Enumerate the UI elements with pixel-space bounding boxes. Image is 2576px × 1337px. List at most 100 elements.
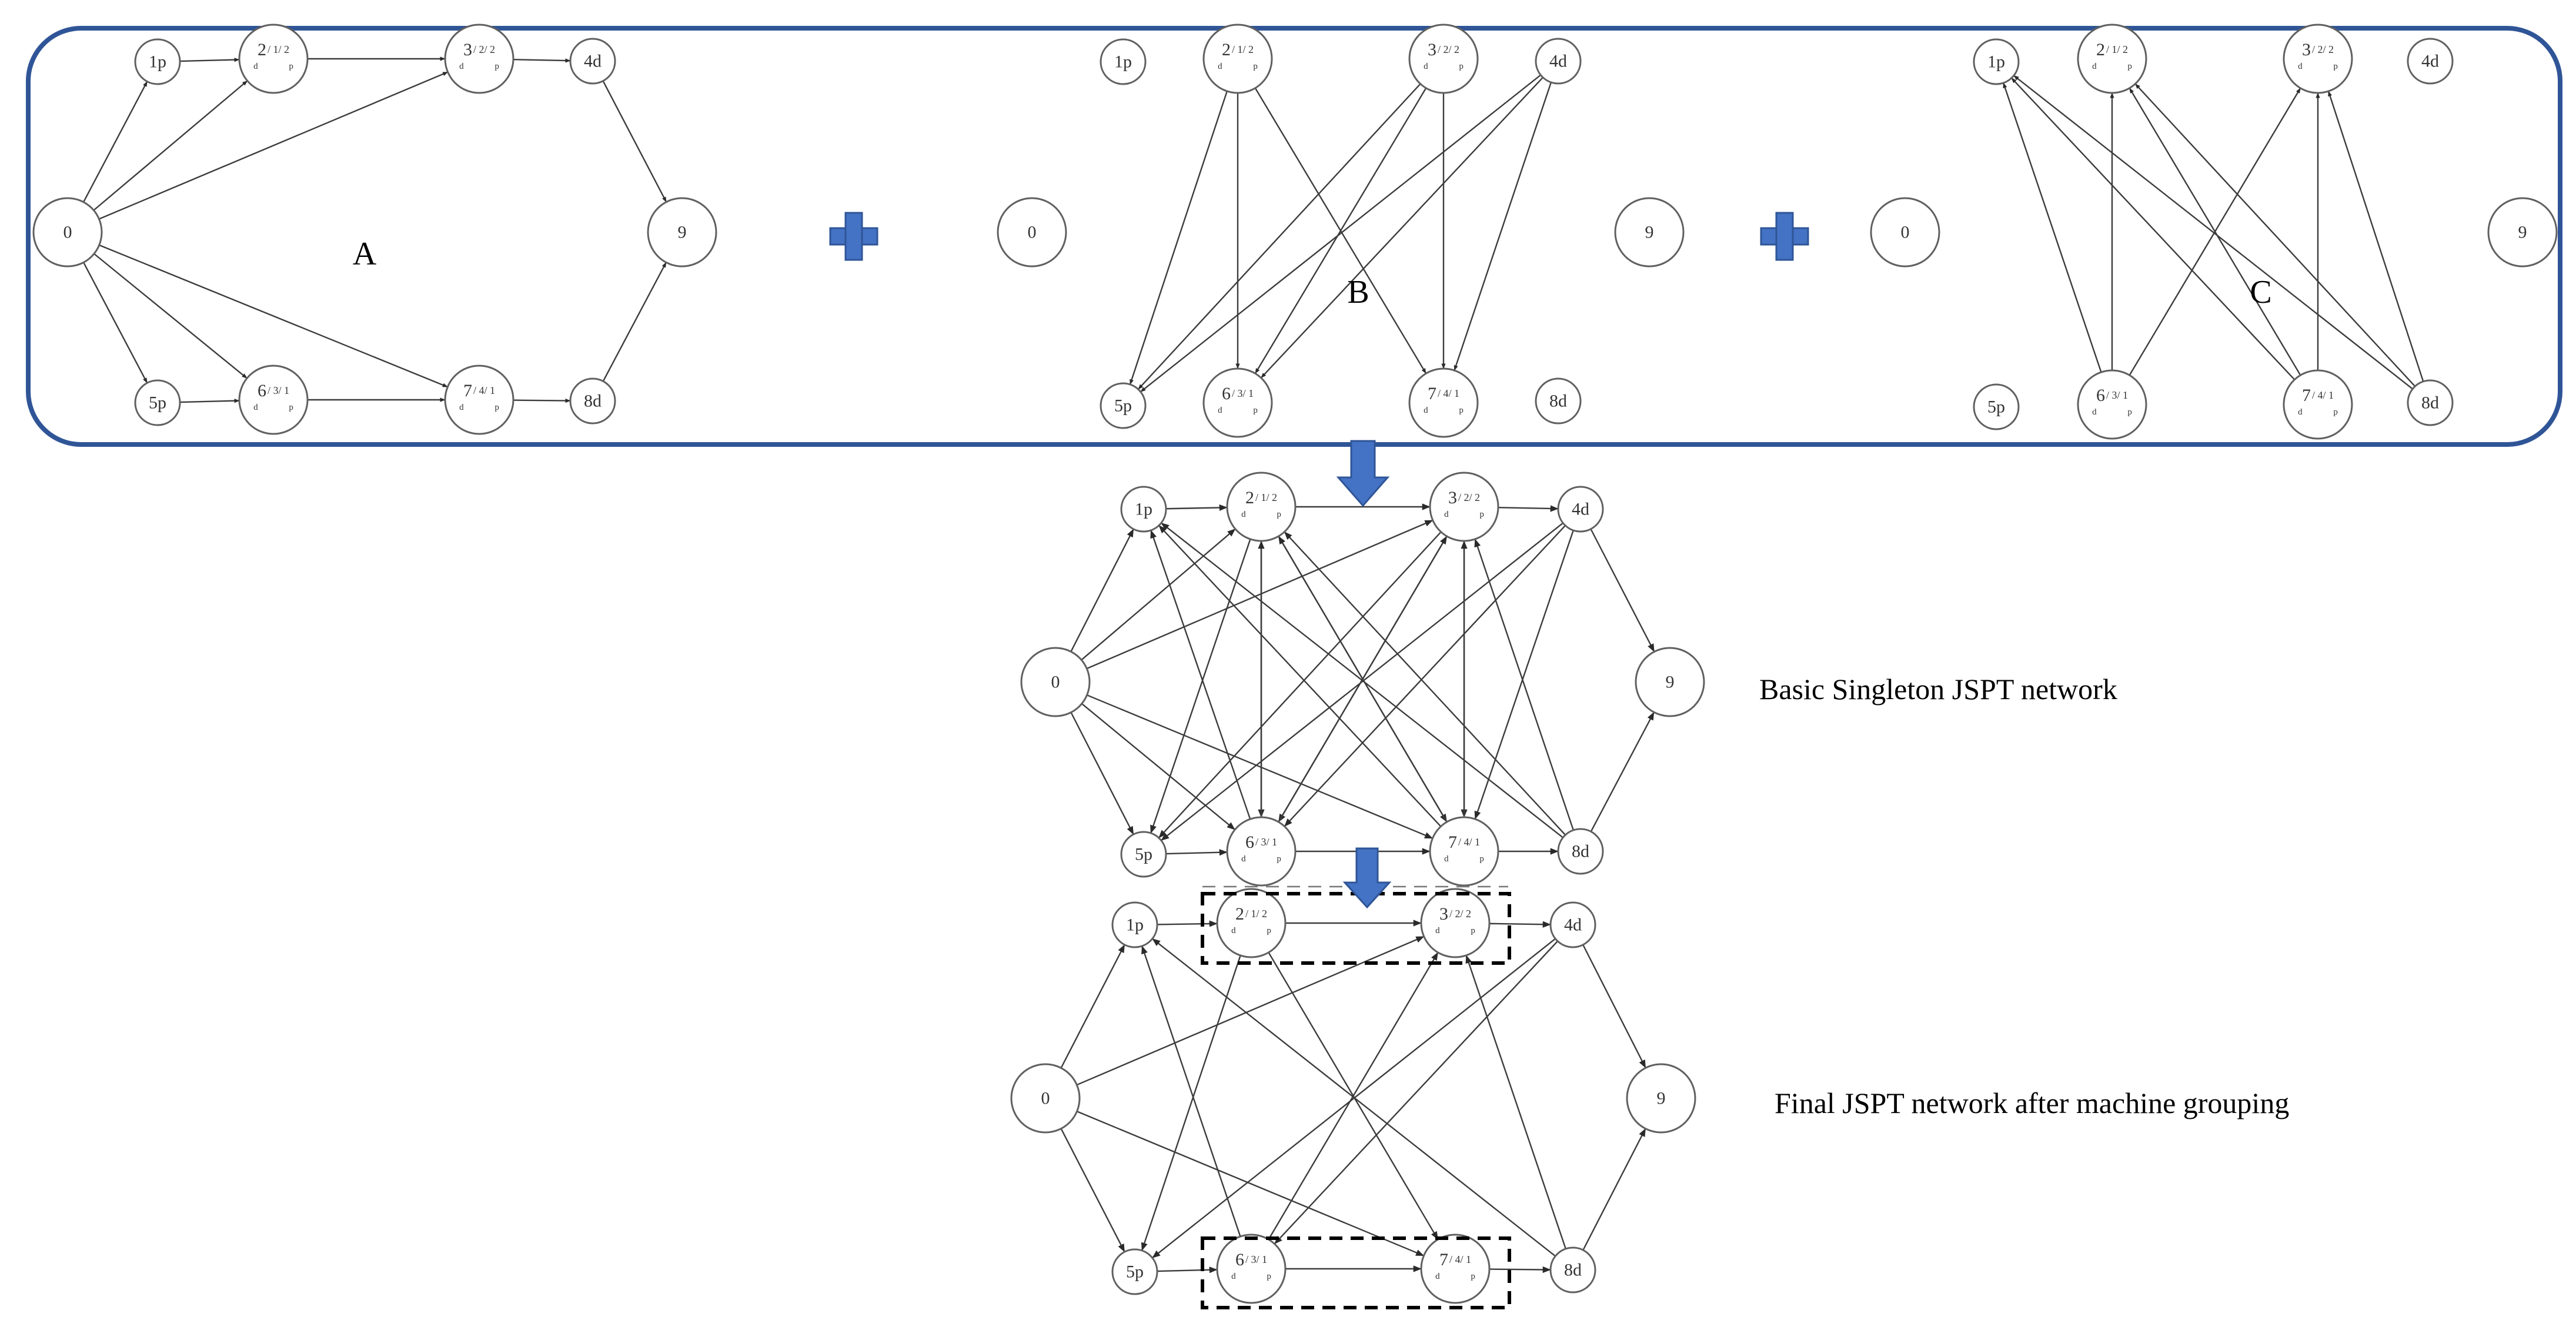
node-d-label: d — [1218, 406, 1222, 415]
node-circle — [997, 197, 1067, 268]
node-circle — [1626, 1063, 1696, 1134]
node-p-label: p — [495, 62, 499, 71]
node-circle — [1216, 888, 1287, 958]
edge-5p-to-6 — [1157, 1266, 1218, 1274]
node-label: 8d — [584, 392, 602, 411]
node-circle — [569, 38, 616, 85]
node-d-label: d — [1424, 62, 1428, 71]
node-circle — [2077, 369, 2147, 440]
machine-group-box-bottom — [1201, 1236, 1511, 1309]
edge-8d-to-1p — [1152, 938, 1556, 1257]
edge-0-to-5p — [83, 262, 148, 383]
node-circle — [569, 377, 616, 425]
network-b-title: B — [1347, 274, 1369, 310]
node-label: 3/ 2/ 2 — [463, 39, 495, 59]
node-9: 9 — [1635, 647, 1705, 717]
node-9: 9 — [1614, 197, 1685, 268]
node-0: 0 — [1870, 197, 1940, 268]
edge-6-to-1p — [1141, 945, 1241, 1237]
node-circle — [2077, 24, 2147, 94]
node-8d: 8d — [2407, 379, 2454, 426]
edge-7-to-8d — [513, 398, 571, 403]
node-label: 9 — [678, 223, 687, 242]
node-9: 9 — [2487, 197, 2558, 268]
node-label: 6/ 3/ 1 — [1235, 1249, 1267, 1269]
node-label: 7/ 4/ 1 — [1428, 383, 1459, 403]
node-label: 3/ 2/ 2 — [2302, 39, 2334, 59]
node-label: 4d — [1572, 500, 1589, 519]
node-d-label: d — [1435, 926, 1440, 935]
edge-4d-to-9 — [602, 81, 667, 203]
edge-0-to-7 — [99, 244, 448, 388]
node-p-label: p — [1471, 926, 1475, 935]
edge-7-to-1p — [1158, 524, 1442, 827]
node-label: 1p — [1114, 52, 1132, 72]
node-label: 0 — [1028, 223, 1037, 242]
node-label: 0 — [64, 223, 72, 242]
node-0: 0 — [1020, 647, 1091, 717]
node-circle — [238, 24, 309, 94]
node-p-label: p — [1253, 62, 1258, 71]
node-circle — [1549, 1246, 1596, 1293]
node-circle — [1973, 38, 2020, 85]
node-label: 4d — [584, 52, 602, 71]
node-circle — [1020, 647, 1091, 717]
node-d-label: d — [2298, 407, 2303, 417]
edge-0-to-6 — [1081, 703, 1235, 831]
node-5p: 5p — [1111, 1248, 1158, 1295]
edge-0-to-3 — [1086, 519, 1434, 670]
node-circle — [1535, 377, 1582, 425]
node-p-label: p — [1471, 1272, 1475, 1281]
node-circle — [1635, 647, 1705, 717]
node-8d: 8d — [569, 377, 616, 425]
node-p-label: p — [2127, 62, 2132, 71]
edge-8d-to-9 — [602, 262, 667, 382]
node-circle — [444, 365, 514, 435]
node-circle — [1557, 486, 1604, 533]
node-0: 0 — [1010, 1063, 1081, 1134]
node-circle — [1120, 831, 1167, 878]
node-label: 1p — [1126, 915, 1144, 935]
node-circle — [1549, 901, 1596, 948]
node-circle — [134, 379, 181, 426]
node-0: 0 — [32, 197, 103, 268]
node-5p: 5p — [134, 379, 181, 426]
node-label: 9 — [1657, 1089, 1666, 1108]
edge-3-to-5p — [1137, 83, 1421, 390]
node-1p: 1p — [1100, 38, 1147, 85]
edge-3-to-4d — [513, 58, 571, 63]
node-label: 0 — [1901, 223, 1910, 242]
node-circle — [1429, 472, 1499, 542]
node-circle — [1226, 816, 1297, 887]
node-label: 3/ 2/ 2 — [1439, 904, 1471, 923]
node-label: 8d — [1572, 842, 1589, 861]
node-label: 6/ 3/ 1 — [258, 380, 289, 400]
node-label: 8d — [2421, 393, 2439, 413]
node-circle — [32, 197, 103, 268]
node-4d: 4d — [569, 38, 616, 85]
node-p-label: p — [289, 403, 293, 412]
node-circle — [1408, 24, 1479, 94]
edge-1p-to-2 — [1165, 504, 1228, 512]
node-label: 8d — [1564, 1261, 1582, 1280]
node-circle — [1973, 383, 2020, 430]
node-3: 3/ 2/ 2 d p — [1420, 888, 1491, 958]
node-d-label: d — [1444, 854, 1449, 864]
node-circle — [1111, 901, 1158, 948]
node-p-label: p — [1479, 854, 1484, 864]
node-label: 1p — [149, 52, 166, 72]
edge-0-to-3 — [1076, 935, 1425, 1086]
node-circle — [1429, 816, 1499, 887]
edge-3-to-5p — [1158, 531, 1442, 838]
edge-0-to-2 — [93, 80, 248, 211]
node-circle — [1202, 24, 1273, 94]
